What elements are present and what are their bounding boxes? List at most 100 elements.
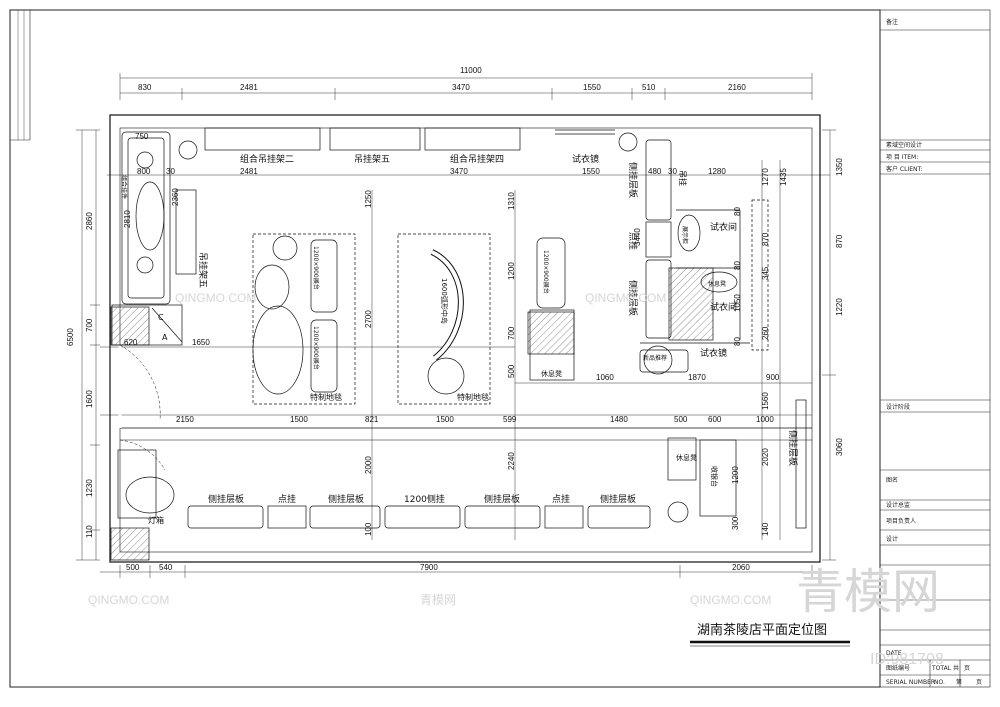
dim-1870: 1870 xyxy=(688,373,706,382)
dim-left-1: 2860 xyxy=(85,212,94,230)
label-bottom-3: 侧挂层板 xyxy=(328,493,364,505)
label-point-hang: 点挂 xyxy=(627,232,639,250)
dim-600: 600 xyxy=(708,415,722,424)
dim-inner-3: 2481 xyxy=(240,167,258,176)
dim-1310: 1310 xyxy=(507,192,516,210)
label-bottom-1: 侧挂层板 xyxy=(208,493,244,505)
label-misc-3: 新品推荐 xyxy=(643,354,667,362)
watermark-site-4: QINGMO.COM xyxy=(690,593,771,607)
dim-top-3: 3470 xyxy=(452,83,470,92)
label-vertical-display: 1200×900展台 xyxy=(542,250,550,294)
dim-3060: 3060 xyxy=(835,438,844,456)
top-wall-racks xyxy=(178,127,638,160)
date-label: DATE xyxy=(886,650,902,657)
dim-1500b: 1500 xyxy=(436,415,454,424)
drawing-title: 湖南茶陵店平面定位图 xyxy=(697,622,827,638)
label-display-table-1: 1200×900展台 xyxy=(312,246,320,290)
project-item-label: 项 目 ITEM: xyxy=(886,154,918,161)
dim-1050: 1050 xyxy=(733,294,742,312)
dim-870: 870 xyxy=(761,232,770,246)
dim-inner-1: 800 xyxy=(137,167,151,176)
title-block-text: 备注 素域空间设计 项 目 ITEM: 客户 CLIENT: 设计阶段 图名 设… xyxy=(886,18,982,686)
label-lightbox: 灯箱 xyxy=(148,515,164,525)
dim-1270: 1270 xyxy=(761,168,770,186)
dim-2150: 2150 xyxy=(176,415,194,424)
dim-700: 700 xyxy=(507,326,516,340)
label-side-shelf-2: 侧挂层板 xyxy=(627,280,639,316)
dim-top-total: 11000 xyxy=(460,66,482,75)
drawing-title-group: 湖南茶陵店平面定位图 xyxy=(690,622,850,647)
label-fitting-room-2: 试衣间 xyxy=(710,301,737,313)
dim-821: 821 xyxy=(365,415,379,424)
watermark-brand-large: 青模网 xyxy=(796,566,940,619)
label-fitting-room-1: 试衣间 xyxy=(710,221,737,233)
no-label: NO. xyxy=(934,679,945,686)
structural-columns xyxy=(110,267,714,561)
dim-2020: 2020 xyxy=(761,448,770,466)
label-combo-rack-2: 组合吊挂架二 xyxy=(240,153,294,165)
client-label: 客户 CLIENT: xyxy=(886,165,923,173)
dim-inner-7: 30 xyxy=(668,167,677,176)
label-misc-5: 组合挂件 xyxy=(120,175,128,199)
label-island-table: 1600弧形中岛 xyxy=(440,278,449,324)
dim-left-5: 110 xyxy=(85,525,94,538)
dim-1220: 1220 xyxy=(835,298,844,316)
label-misc-4: 休息凳 xyxy=(708,280,726,288)
dim-599: 599 xyxy=(503,415,517,424)
serial-label: SERIAL NUMBER xyxy=(886,679,935,686)
dim-870b: 870 xyxy=(835,234,844,248)
design-director-label: 设计总监 xyxy=(886,501,910,509)
dim-bottom-4: 2060 xyxy=(732,563,750,572)
label-right-wall: 侧挂层板 xyxy=(787,430,799,466)
dim-900: 900 xyxy=(766,373,780,382)
design-label: 设计 xyxy=(886,535,898,543)
dim-100: 100 xyxy=(364,522,373,536)
sheets-label: 页 xyxy=(964,665,970,672)
dim-1000: 1000 xyxy=(756,415,774,424)
total-label: TOTAL 共 xyxy=(931,664,959,672)
dim-260: 260 xyxy=(761,326,770,340)
dim-300: 300 xyxy=(731,516,740,530)
watermark-brand-small: 青模网 xyxy=(420,593,456,607)
label-rest-bench-2: 休息凳 xyxy=(676,453,697,462)
dim-inner-6: 480 xyxy=(648,167,662,176)
dim-bottom-2: 540 xyxy=(159,563,173,572)
drawing-no-label: 图纸编号 xyxy=(886,664,910,672)
dim-2360: 2360 xyxy=(171,188,180,206)
dim-620: 620 xyxy=(124,338,138,347)
dim-inner-4: 3470 xyxy=(450,167,468,176)
dim-500b: 500 xyxy=(674,415,688,424)
dim-1200b: 1200 xyxy=(731,466,740,484)
left-wall-rack xyxy=(111,131,197,346)
dim-left-2: 700 xyxy=(85,318,94,332)
dim-1250: 1250 xyxy=(364,190,373,208)
dim-1350: 1350 xyxy=(835,158,844,176)
page-label: 第 xyxy=(956,678,962,686)
dim-left-3: 1600 xyxy=(85,390,94,408)
label-rug-1: 特制地毯 xyxy=(310,392,342,402)
watermark-id: ID:981708 xyxy=(870,651,944,668)
dimension-labels: 11000 830 2481 3470 1550 510 2160 800 30… xyxy=(66,66,844,572)
dim-345: 345 xyxy=(761,266,770,280)
label-bottom-7: 侧挂层板 xyxy=(600,493,636,505)
label-hang-rack-left: 吊挂架五 xyxy=(197,252,209,288)
dim-750: 750 xyxy=(135,132,149,141)
dim-140: 140 xyxy=(761,522,770,536)
dim-1480: 1480 xyxy=(610,415,628,424)
door-mark-a: A xyxy=(162,333,168,342)
title-block xyxy=(879,9,991,688)
dim-2000: 2000 xyxy=(364,456,373,474)
label-bottom-2: 点挂 xyxy=(278,493,296,505)
page-end-label: 页 xyxy=(976,679,982,686)
fitting-rooms xyxy=(639,139,769,375)
dim-1560: 1560 xyxy=(761,392,770,410)
dim-3440: 3440 xyxy=(633,228,642,246)
dim-1500a: 1500 xyxy=(290,415,308,424)
dim-top-2: 2481 xyxy=(240,83,258,92)
label-hang-rack-5: 吊挂架五 xyxy=(354,153,390,165)
dim-bottom-1: 500 xyxy=(126,563,140,572)
dim-80c: 80 xyxy=(733,337,742,346)
label-bottom-6: 点挂 xyxy=(552,493,570,505)
